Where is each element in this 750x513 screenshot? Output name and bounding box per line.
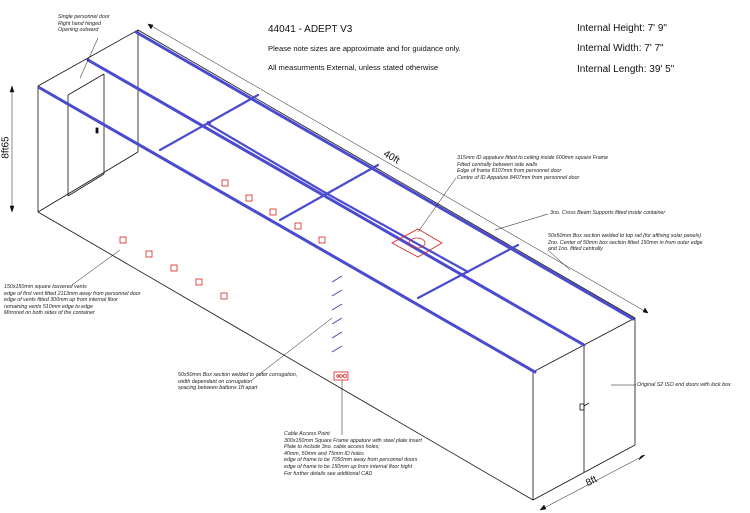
- leader-side-box: [251, 317, 333, 381]
- rail-back-side: [134, 30, 635, 321]
- personnel-door: [67, 73, 105, 197]
- vent: [220, 292, 228, 300]
- leader-lines: [71, 37, 636, 435]
- note-top-box-section: 50x50mm Box section welded to top rail (…: [548, 233, 703, 253]
- cross-beams: [158, 93, 520, 300]
- side-battens: [331, 275, 343, 353]
- edge-top-back-long: [137, 29, 636, 319]
- roof-rails: [38, 30, 635, 374]
- vent: [269, 208, 277, 216]
- batten: [331, 303, 343, 311]
- mid-tie-1: [206, 122, 326, 194]
- vent: [145, 250, 153, 258]
- leader-door: [79, 37, 99, 79]
- edge-bottom-long: [37, 211, 534, 501]
- roof-appature: [391, 228, 443, 258]
- measurement-note: All measurments External, unless stated …: [268, 63, 439, 72]
- note-cross-beams: 3no. Cross Beam Supports fitted inside c…: [550, 210, 666, 216]
- guidance-note: Please note sizes are approximate and fo…: [268, 44, 461, 53]
- height-dimension: 8ft65: [0, 136, 12, 159]
- mid-tie-2: [322, 190, 470, 274]
- leader-top-box: [547, 249, 571, 271]
- side-vents: [119, 179, 326, 300]
- edge-bottom-far-end: [532, 444, 636, 501]
- appature-frame: [391, 228, 443, 258]
- rail-near-side: [38, 86, 537, 374]
- dimension-lines: [9, 23, 649, 511]
- rail-centre: [86, 58, 586, 347]
- internal-width: Internal Width: 7' 7": [577, 43, 664, 54]
- edge-top-near-end: [37, 29, 139, 87]
- cross-beam-2: [278, 163, 380, 222]
- container-outline: [37, 29, 636, 501]
- batten: [331, 275, 343, 283]
- note-roof-appature: 315mm ID appature fitted to ceiling insi…: [457, 155, 609, 181]
- edge-bottom-near-end: [37, 151, 139, 213]
- cross-beam-1b: [206, 120, 212, 125]
- internal-height: Internal Height: 7' 9": [577, 23, 667, 34]
- note-vents: 150x150mm square louvered vents edge of …: [4, 284, 141, 317]
- vent: [119, 236, 127, 244]
- internal-length: Internal Length: 39' 5": [577, 64, 675, 75]
- end-door-lockbox: [583, 402, 590, 407]
- cable-access-point: [333, 371, 349, 381]
- vent: [221, 179, 229, 187]
- appature-hole: [408, 237, 426, 249]
- door-handle: [95, 127, 99, 134]
- batten: [331, 317, 343, 325]
- note-side-box-section: 50x50mm Box section welded to outer corr…: [178, 372, 298, 392]
- leader-appature: [417, 177, 457, 233]
- vent: [318, 236, 326, 244]
- note-personnel-door: Single personnel door Right hand hinged …: [58, 14, 110, 34]
- note-end-doors: Original S2 ISO end doors with lock box: [637, 382, 731, 388]
- leader-cross-beam: [494, 213, 549, 231]
- cable-frame: [333, 371, 349, 381]
- vent: [294, 222, 302, 230]
- batten: [331, 345, 343, 353]
- batten: [331, 331, 343, 339]
- vent: [170, 264, 178, 272]
- leader-vents: [71, 249, 121, 286]
- note-cable-access: Cable Access Point 300x150mm Square Fram…: [284, 431, 422, 477]
- batten: [331, 289, 343, 297]
- drawing-title: 44041 - ADEPT V3: [268, 24, 353, 35]
- vent: [195, 278, 203, 286]
- vent: [245, 194, 253, 202]
- lock-box: [579, 403, 585, 411]
